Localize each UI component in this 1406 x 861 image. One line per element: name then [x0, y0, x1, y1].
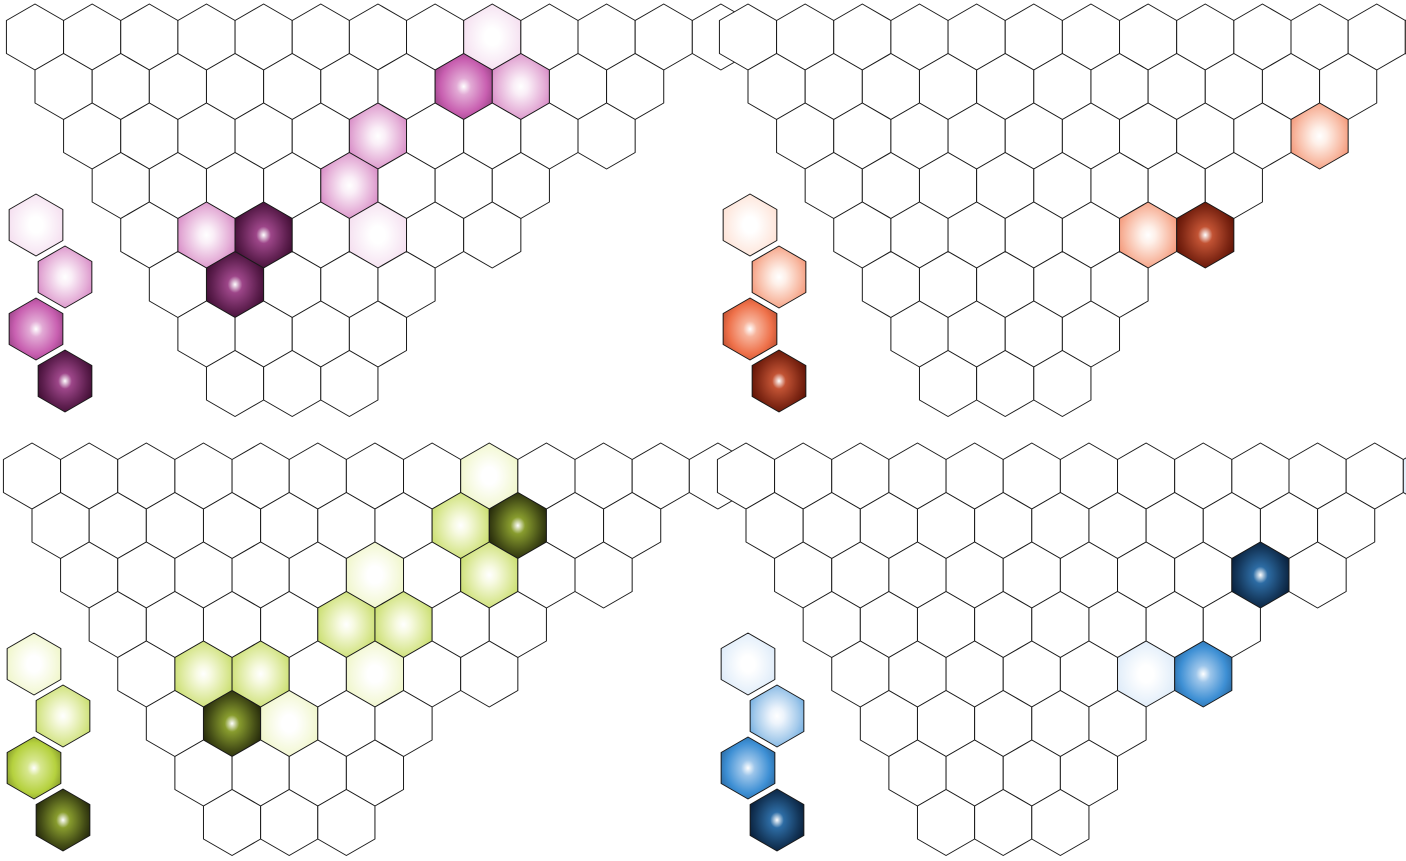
legend-swatch [751, 245, 807, 309]
hex-cell-filled [1176, 201, 1235, 269]
legend-swatch [722, 297, 778, 361]
green-panel [2, 442, 747, 856]
legend-swatch [8, 297, 64, 361]
hex-cell [1288, 541, 1347, 609]
legend-swatch [37, 349, 93, 413]
legend-swatch [751, 349, 807, 413]
hex-cell [463, 201, 522, 269]
hex-cell [577, 102, 636, 170]
hex-cell [320, 350, 379, 417]
legend [6, 632, 91, 852]
legend-swatch [8, 193, 64, 257]
legend-swatch [35, 788, 91, 852]
hex-cell [317, 789, 376, 856]
hex-cell [1033, 350, 1092, 417]
hex-cell-filled [1402, 457, 1406, 495]
hex-cell-filled [1174, 640, 1233, 708]
legend-swatch [722, 193, 778, 257]
legend-swatch [749, 684, 805, 748]
legend [722, 193, 807, 413]
purple-panel [5, 3, 750, 417]
legend [8, 193, 93, 413]
legend [720, 632, 805, 852]
hex-cell [574, 541, 633, 609]
legend-swatch [6, 736, 62, 800]
orange-panel [718, 3, 1406, 417]
hex-cell-filled [1290, 102, 1349, 170]
legend-swatch [35, 684, 91, 748]
hex-cell [460, 640, 519, 708]
legend-swatch [749, 788, 805, 852]
legend-swatch [720, 736, 776, 800]
hex-cell [1031, 789, 1090, 856]
legend-swatch [37, 245, 93, 309]
blue-panel [716, 442, 1406, 856]
legend-swatch [720, 632, 776, 696]
legend-swatch [6, 632, 62, 696]
